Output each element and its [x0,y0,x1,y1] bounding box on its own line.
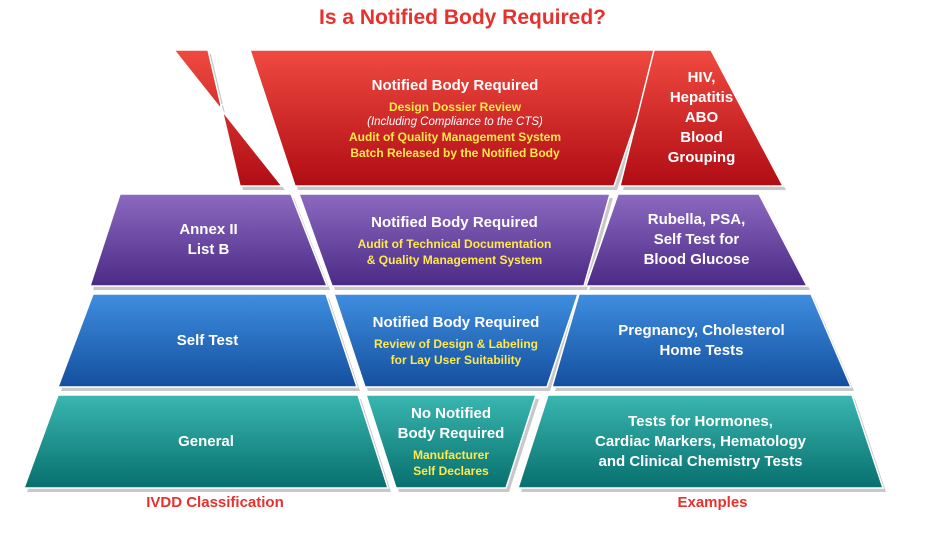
example-text: HIV, [687,69,716,86]
example-text: Blood [680,129,723,146]
example-text: Home Tests [659,342,744,359]
general-requirement-cell [364,394,538,489]
general-examples-text: Tests for Hormones, Cardiac Markers, Hema… [518,412,883,472]
annex_b-examples-cell [584,193,809,287]
general-classification-cell [22,394,390,489]
example-text: ABO [684,109,719,126]
classification-label: Self Test [176,332,239,349]
example-text: Self Test for [653,231,740,248]
annex_a-requirement-cell [248,49,662,187]
self_test-classification-cell [56,293,359,388]
annex_b-classification-text: Annex II List B [90,220,327,260]
example-text: Cardiac Markers, Hematology [595,433,806,450]
self_test-classification-text: Self Test [58,331,357,351]
classification-label: List B [187,241,230,258]
requirement-title: Notified Body Required [372,314,540,331]
requirement-note: (Including Compliance to the CTS) [367,116,543,128]
example-text: Grouping [667,149,736,166]
annex_a-classification-cell [172,49,284,187]
self_test-requirement-cell [332,293,580,388]
requirement-item: Batch Released by the Notified Body [350,146,560,160]
example-text: Hepatitis [669,89,734,106]
general-examples-cell [516,394,885,489]
self_test-examples-cell [551,293,853,388]
requirement-item: Manufacturer [412,448,489,462]
requirement-item: & Quality Management System [366,253,543,267]
example-text: Rubella, PSA, [647,211,746,228]
requirement-title: Notified Body Required [371,214,538,231]
classification-label: Annex II [177,99,237,116]
example-text: Tests for Hormones, [628,413,773,430]
classification-label: General [178,433,234,450]
ivdd-classification-label: IVDD Classification [146,494,284,511]
classification-label: List A [186,119,228,136]
requirement-item: Self Declares [413,464,489,478]
requirement-title: Body Required [397,425,505,442]
annex_a-examples-cell [619,49,785,187]
requirement-item: Review of Design & Labeling [373,337,539,351]
requirement-item: Design Dossier Review [388,100,522,114]
requirement-title: No Notified [411,405,491,422]
annex_b-classification-cell [88,193,329,287]
requirement-item: Audit of Technical Documentation [357,237,552,251]
classification-label: Annex II [179,221,238,238]
requirement-item: Audit of Quality Management System [348,130,562,144]
diagram-title: Is a Notified Body Required? [318,6,607,29]
general-classification-text: General [24,432,388,452]
example-text: and Clinical Chemistry Tests [598,453,803,470]
requirement-item: for Lay User Suitability [390,353,522,367]
example-text: Pregnancy, Cholesterol [618,322,785,339]
annex_a-classification-text: Annex II List A [174,98,240,138]
requirement-title: Notified Body Required [371,77,539,94]
example-text: Blood Glucose [643,251,750,268]
annex_b-requirement-cell [297,193,611,287]
examples-label: Examples [677,494,748,511]
